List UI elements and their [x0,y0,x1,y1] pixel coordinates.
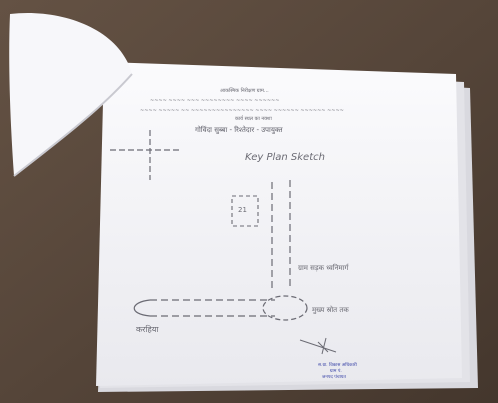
junction-circle [262,295,308,321]
road-end-cap [133,299,151,317]
stamp-line-2: ग्राम पं. [330,368,342,374]
stamp-line-1: स.ग्रा. विकास अधिकारी [318,361,358,368]
compass-cross [110,130,180,180]
plan-title: Key Plan Sketch [245,152,325,163]
label-right-road: ग्राम सड़क ध्वनिमार्ग [298,263,349,272]
header-scribble-2: ~~~~ ~~~~~ ~~ ~~~~~~~~~~~~~~~ ~~~~ ~~~~~… [140,108,344,114]
vertical-road [271,180,291,290]
signature-scribble [299,337,337,355]
plot-box-label: 21 [238,206,247,214]
header-line-1: आकस्मिक निरीक्षण ग्राम... [220,87,269,94]
main-sheet [96,62,462,386]
curled-sheet [9,12,132,177]
label-bottom-right: मुख्य स्रोत तक [312,305,349,314]
stamp-line-3: जनपद पंचायत [322,374,346,380]
official-stamp: स.ग्रा. विकास अधिकारी ग्राम पं. जनपद पंच… [318,361,358,380]
label-bottom-left: करहिया [136,324,159,334]
horizontal-road [150,299,275,317]
header-line-2: कार्य स्थल का नक्शा [235,115,272,122]
header-scribble-1: ~~~~ ~~~~ ~~~ ~~~~~~~~ ~~~~ ~~~~~~ [150,98,279,104]
sketch-subtitle: गोविंदा सुब्बा - रिश्तेदार - उपायुक्त [195,125,284,134]
